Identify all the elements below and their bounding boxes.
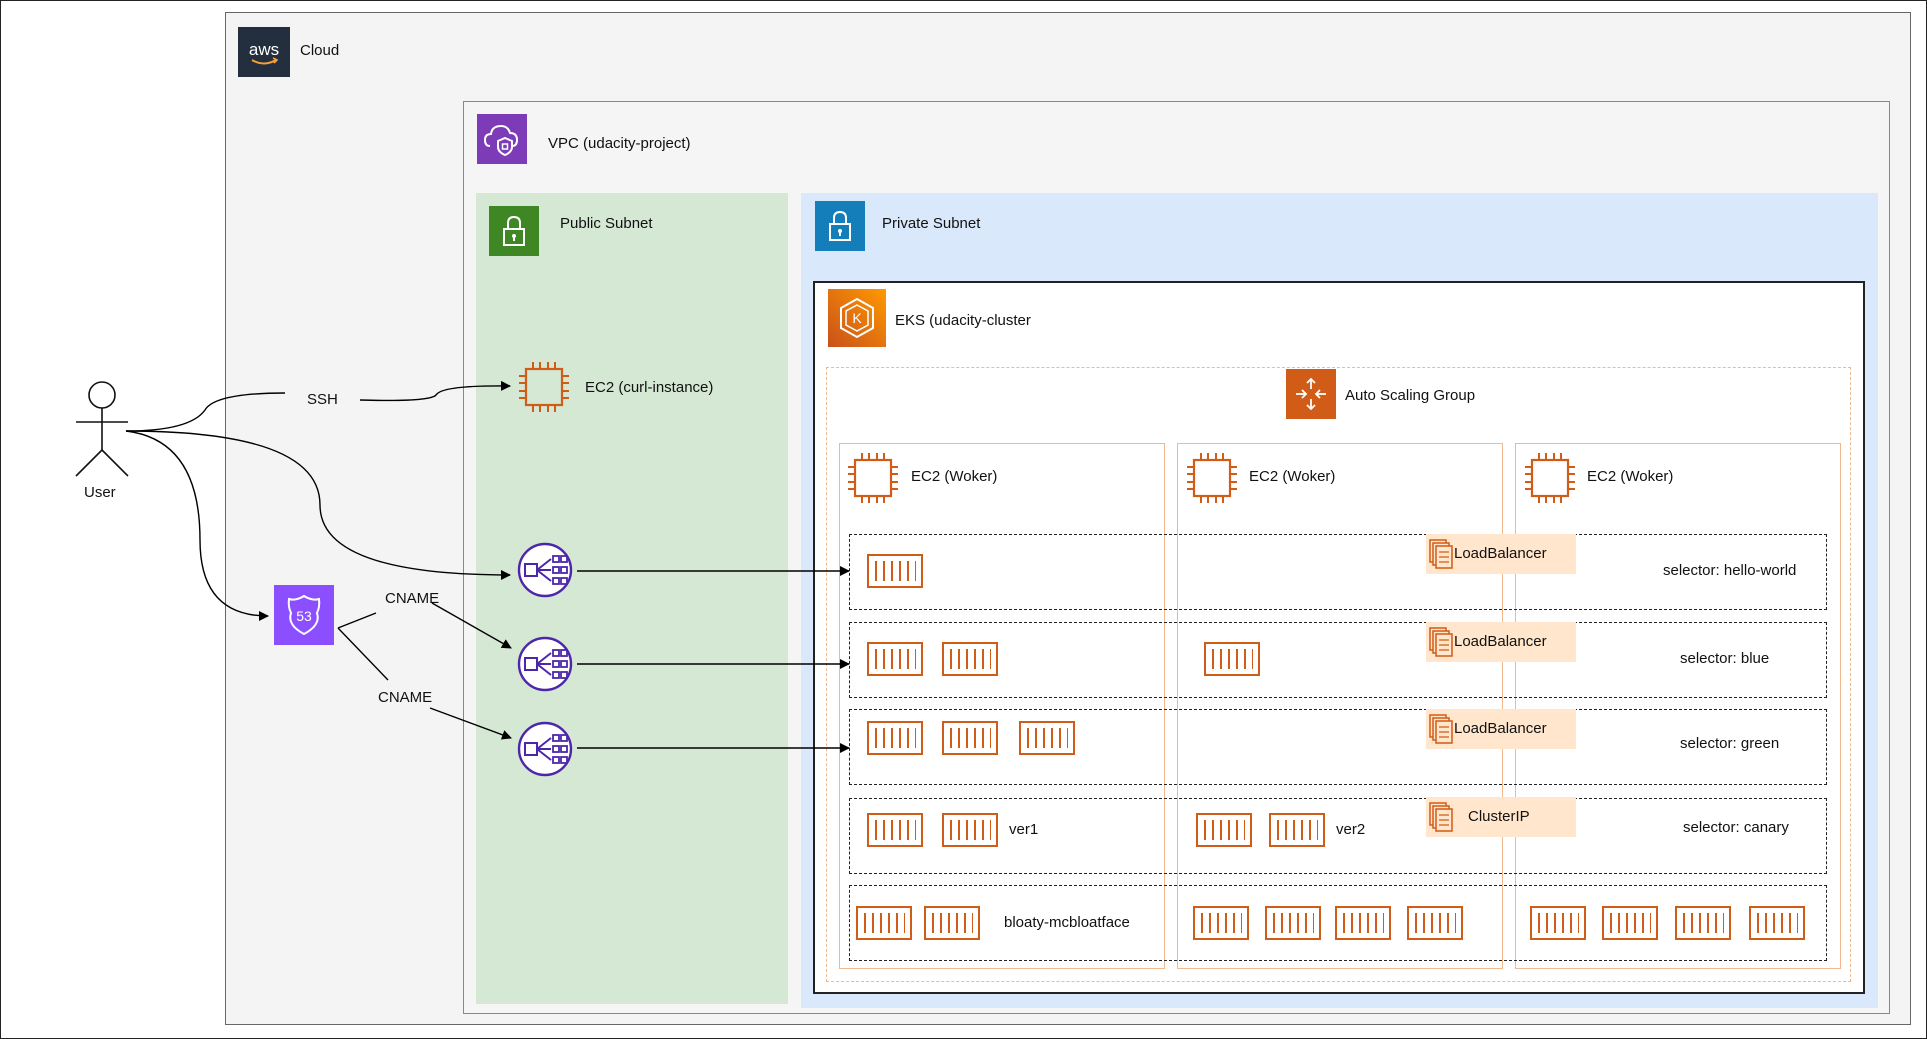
vpc-icon xyxy=(477,114,527,164)
service-type: LoadBalancer xyxy=(1454,545,1547,562)
eks-cluster-group xyxy=(813,281,1865,994)
worker-1-label: EC2 (Woker) xyxy=(911,468,998,485)
pod xyxy=(1204,642,1260,676)
service-icon xyxy=(1428,799,1454,840)
pod xyxy=(867,554,923,588)
service-canary-clusterip: ClusterIP xyxy=(1426,797,1576,837)
svg-text:K: K xyxy=(852,310,862,326)
pod xyxy=(942,642,998,676)
worker-2-ec2-icon xyxy=(1184,450,1240,506)
service-type: LoadBalancer xyxy=(1454,633,1547,650)
pod xyxy=(1019,721,1075,755)
pod xyxy=(1602,906,1658,940)
pod xyxy=(1335,906,1391,940)
service-icon xyxy=(1428,624,1454,665)
service-icon xyxy=(1428,711,1454,752)
pod xyxy=(942,721,998,755)
public-subnet-group xyxy=(476,193,788,1004)
worker-node-3 xyxy=(1515,443,1841,969)
service-row-canary xyxy=(849,798,1827,874)
pod xyxy=(1269,813,1325,847)
curl-instance-label: EC2 (curl-instance) xyxy=(585,379,714,396)
user-actor-icon xyxy=(72,380,132,480)
selector-green: selector: green xyxy=(1680,735,1780,752)
pod xyxy=(1196,813,1252,847)
ssh-edge-label: SSH xyxy=(305,391,340,409)
pod xyxy=(1675,906,1731,940)
pod xyxy=(942,813,998,847)
service-icon xyxy=(1428,536,1454,577)
service-hello-world-loadbalancer: LoadBalancer xyxy=(1426,534,1576,574)
private-subnet-label: Private Subnet xyxy=(882,215,981,232)
worker-node-2 xyxy=(1177,443,1503,969)
selector-canary: selector: canary xyxy=(1683,819,1789,836)
pod xyxy=(867,721,923,755)
curl-instance-ec2-icon xyxy=(516,359,572,415)
pod xyxy=(924,906,980,940)
aws-logo-icon: aws xyxy=(238,27,290,77)
service-green-loadbalancer: LoadBalancer xyxy=(1426,709,1576,749)
elb-blue-icon xyxy=(517,636,573,692)
route53-badge-text: 53 xyxy=(296,608,312,624)
worker-1-ec2-icon xyxy=(845,450,901,506)
pod xyxy=(1749,906,1805,940)
eks-label: EKS (udacity-cluster xyxy=(895,312,1031,329)
elb-green-icon xyxy=(517,721,573,777)
auto-scaling-group xyxy=(826,367,1851,982)
route53-icon: 53 xyxy=(274,585,334,645)
worker-3-label: EC2 (Woker) xyxy=(1587,468,1674,485)
auto-scaling-label: Auto Scaling Group xyxy=(1345,387,1476,404)
public-subnet-label: Public Subnet xyxy=(560,215,653,232)
vpc-label: VPC (udacity-project) xyxy=(548,135,691,152)
auto-scaling-icon xyxy=(1286,369,1336,419)
deployment-row-bloaty xyxy=(849,885,1827,961)
service-type: LoadBalancer xyxy=(1454,720,1547,737)
private-subnet-lock-icon xyxy=(815,201,865,251)
cname-edge-label-2: CNAME xyxy=(376,689,435,707)
worker-3-ec2-icon xyxy=(1522,450,1578,506)
pod xyxy=(867,813,923,847)
user-label: User xyxy=(84,484,116,501)
worker-2-label: EC2 (Woker) xyxy=(1249,468,1336,485)
selector-hello-world: selector: hello-world xyxy=(1663,562,1797,579)
cname-edge-label-1: CNAME xyxy=(383,590,442,608)
canary-ver1-label: ver1 xyxy=(1009,821,1039,838)
canary-ver2-label: ver2 xyxy=(1336,821,1366,838)
selector-blue: selector: blue xyxy=(1680,650,1770,667)
pod xyxy=(856,906,912,940)
pod xyxy=(1265,906,1321,940)
aws-logo-text: aws xyxy=(249,40,279,59)
service-blue-loadbalancer: LoadBalancer xyxy=(1426,622,1576,662)
public-subnet-lock-icon xyxy=(489,206,539,256)
pod xyxy=(1530,906,1586,940)
bloaty-label: bloaty-mcbloatface xyxy=(1004,914,1130,931)
pod xyxy=(1407,906,1463,940)
pod xyxy=(867,642,923,676)
eks-icon: K xyxy=(828,289,886,347)
elb-hello-world-icon xyxy=(517,542,573,598)
service-type: ClusterIP xyxy=(1468,808,1530,825)
pod xyxy=(1193,906,1249,940)
cloud-label: Cloud xyxy=(300,42,340,59)
worker-node-1 xyxy=(839,443,1165,969)
